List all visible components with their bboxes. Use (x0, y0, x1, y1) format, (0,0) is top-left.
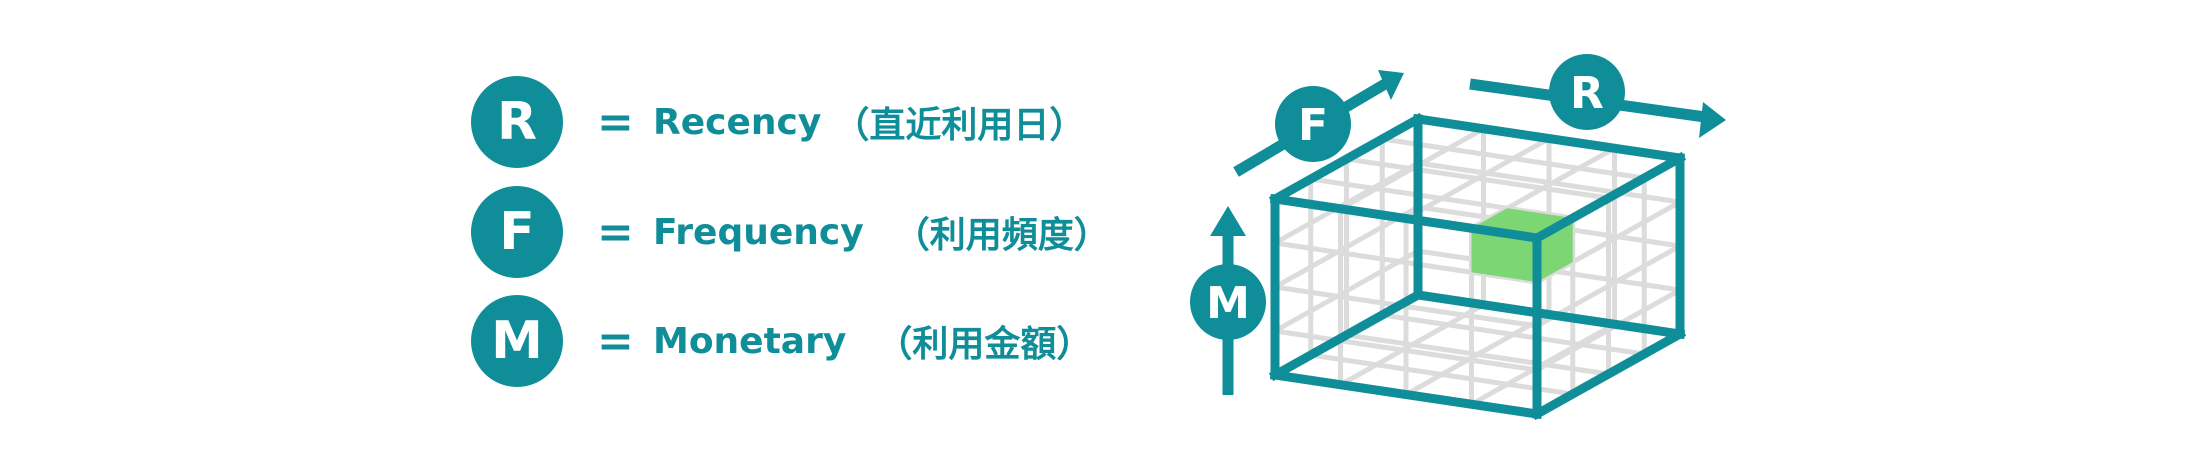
r-axis-badge (1549, 54, 1625, 130)
r-axis-label: R (1570, 68, 1604, 119)
meaning-monetary: （利用金額） (876, 324, 1093, 365)
f-axis-label: F (1298, 100, 1328, 151)
grid-line (1343, 332, 1612, 377)
legend-row-recency: R = Recency （直近利用日） (471, 75, 1085, 169)
cube-edge (1530, 327, 1687, 421)
grid-line (1343, 156, 1612, 201)
grid-line (1271, 159, 1422, 247)
cube-edge (1412, 113, 1686, 164)
equals-sign: = (597, 206, 634, 258)
grid-line (1379, 136, 1648, 181)
cube-edge (1268, 288, 1425, 382)
cube-edge (1268, 112, 1425, 206)
equals-sign: = (597, 96, 634, 148)
f-badge: F (471, 186, 563, 278)
highlight-cell-face (1471, 228, 1537, 282)
cube-edge (1530, 151, 1687, 245)
frequency-axis-arrow: F (1233, 70, 1404, 177)
term-monetary: Monetary (653, 320, 847, 362)
cube-edge (1269, 193, 1543, 244)
grid-line (1379, 312, 1648, 357)
equals-sign: = (597, 315, 634, 367)
monetary-axis-arrow: M (1190, 206, 1266, 395)
grid-line (1468, 320, 1618, 408)
meaning-recency: （直近利用日） (833, 105, 1086, 146)
grid-line (1533, 198, 1684, 286)
legend-row-frequency: F = Frequency （利用頻度） (471, 185, 1110, 279)
m-badge: M (471, 295, 563, 387)
legend-row-monetary: M = Monetary （利用金額） (471, 294, 1092, 388)
cube-edge (1269, 369, 1543, 420)
term-frequency: Frequency (653, 211, 864, 253)
m-axis-label: M (1206, 278, 1250, 329)
cube-edges (1268, 112, 1687, 421)
meaning-frequency: （利用頻度） (893, 215, 1110, 256)
recency-axis-arrow: R (1469, 54, 1726, 138)
r-badge: R (471, 76, 563, 168)
term-recency: Recency (653, 101, 822, 143)
f-axis-badge (1275, 86, 1351, 162)
m-axis-badge (1190, 264, 1266, 340)
cube-edge (1412, 289, 1686, 340)
cube-grid (1271, 125, 1684, 408)
